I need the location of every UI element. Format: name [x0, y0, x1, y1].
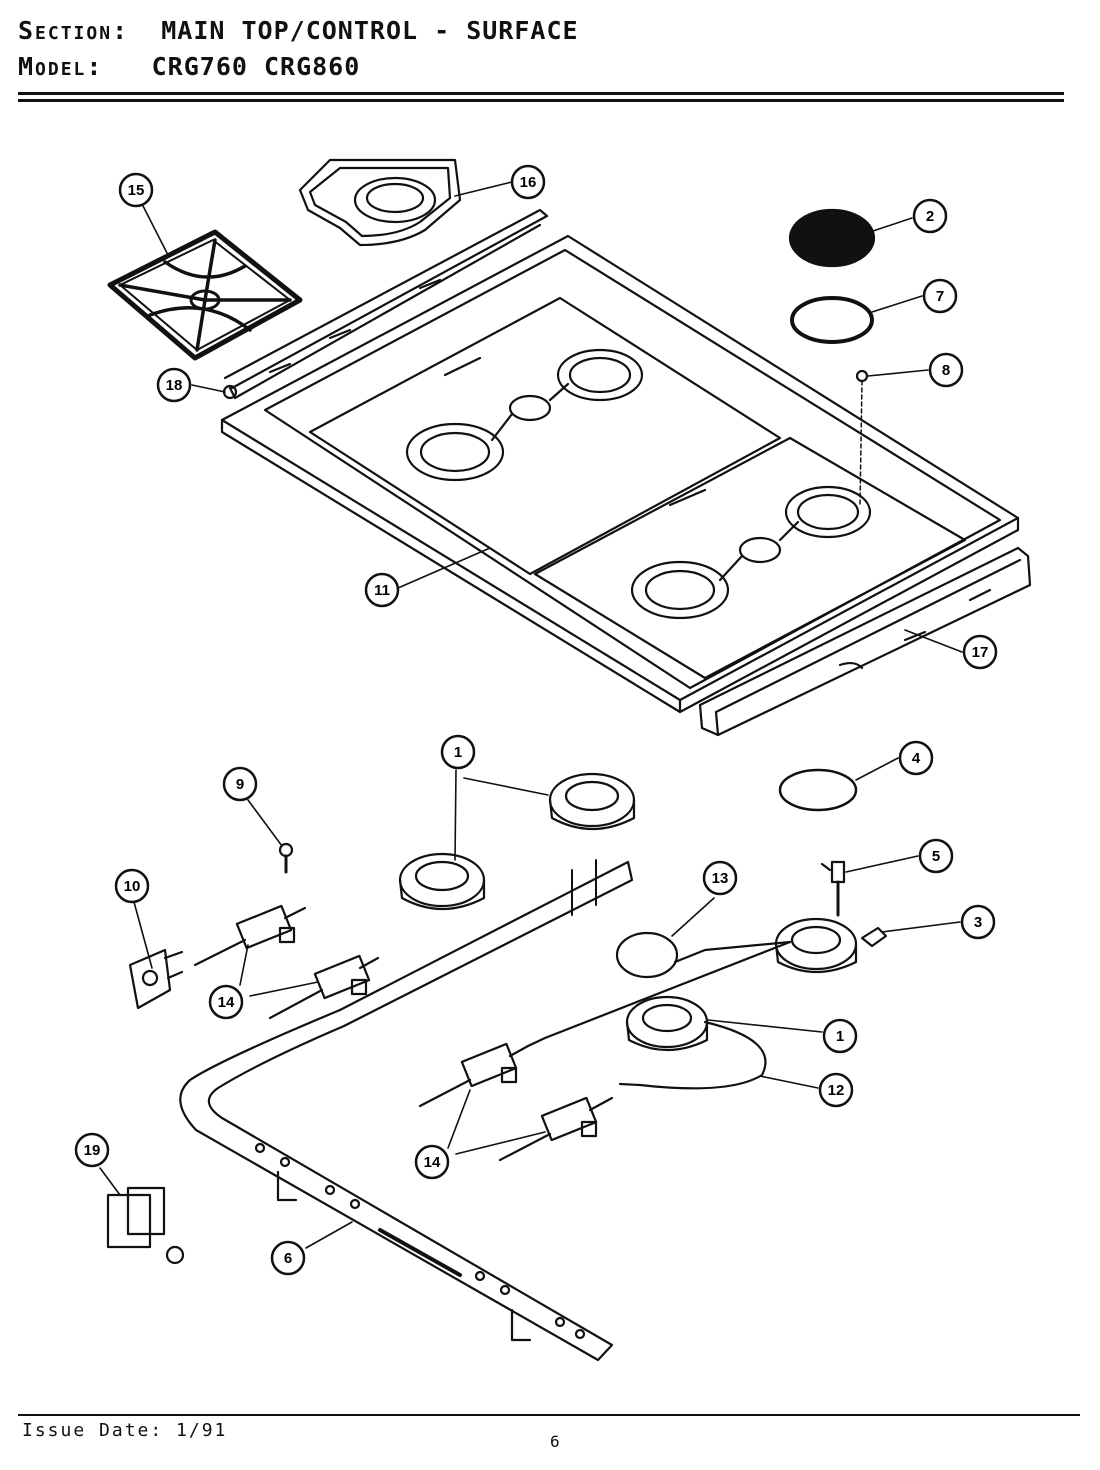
callout-3: 3 — [960, 904, 996, 940]
callout-14-left: 14 — [208, 984, 244, 1020]
svg-text:1: 1 — [454, 744, 462, 761]
callout-11: 11 — [364, 572, 400, 608]
burner-grate-part — [107, 229, 303, 361]
model-value: CRG760 CRG860 — [151, 52, 361, 81]
callout-10: 10 — [114, 868, 150, 904]
callout-2: 2 — [912, 198, 948, 234]
svg-text:12: 12 — [828, 1082, 845, 1099]
leader-lines — [99, 181, 963, 1249]
callout-18: 18 — [156, 367, 192, 403]
issue-date: Issue Date: 1/91 — [22, 1420, 228, 1441]
svg-text:15: 15 — [128, 182, 145, 199]
callout-4: 4 — [898, 740, 934, 776]
callout-17: 17 — [962, 634, 998, 670]
svg-text:10: 10 — [124, 878, 141, 895]
section-value: MAIN TOP/CONTROL - SURFACE — [161, 16, 579, 45]
svg-text:7: 7 — [936, 288, 944, 305]
tube-13-part — [615, 931, 792, 979]
callout-1-top: 1 — [440, 734, 476, 770]
control-panel-trim-part — [698, 546, 1032, 737]
manifold-part — [179, 859, 634, 1362]
bracket-part — [128, 948, 184, 1010]
svg-text:2: 2 — [926, 208, 934, 225]
callout-6: 6 — [270, 1240, 306, 1276]
clip-part — [860, 926, 888, 948]
burner-cap-part — [788, 208, 876, 268]
callout-8: 8 — [928, 352, 964, 388]
valves-part — [193, 904, 792, 1162]
svg-text:14: 14 — [218, 994, 235, 1011]
callout-7: 7 — [922, 278, 958, 314]
model-label: Model: — [18, 52, 104, 81]
electrode-part — [820, 860, 846, 917]
svg-text:4: 4 — [912, 750, 921, 767]
svg-text:18: 18 — [166, 377, 183, 394]
seal-ring-part — [790, 296, 874, 344]
svg-text:19: 19 — [84, 1142, 101, 1159]
section-label: Section: — [18, 16, 130, 45]
section-header: Section: MAIN TOP/CONTROL - SURFACE — [18, 16, 579, 45]
tube-12-part — [618, 1020, 767, 1090]
svg-text:5: 5 — [932, 848, 940, 865]
svg-text:14: 14 — [424, 1154, 441, 1171]
burner-heads-part — [398, 772, 858, 1052]
svg-text:17: 17 — [972, 644, 989, 661]
callouts: 15 16 2 7 8 18 11 17 1 4 9 5 13 10 3 14 … — [74, 164, 998, 1276]
main-top-part — [220, 234, 1020, 714]
svg-text:3: 3 — [974, 914, 982, 931]
svg-text:13: 13 — [712, 870, 729, 887]
svg-text:6: 6 — [284, 1250, 292, 1267]
screw-9-part — [278, 842, 294, 874]
footer-rule — [18, 1414, 1080, 1416]
callout-12: 12 — [818, 1072, 854, 1108]
svg-text:1: 1 — [836, 1028, 844, 1045]
callout-13: 13 — [702, 860, 738, 896]
svg-text:8: 8 — [942, 362, 950, 379]
callout-14-right: 14 — [414, 1144, 450, 1180]
svg-text:9: 9 — [236, 776, 244, 793]
model-header: Model: CRG760 CRG860 — [18, 52, 360, 81]
svg-text:11: 11 — [374, 582, 390, 599]
header-rule-top — [18, 92, 1064, 95]
ring-4-part — [778, 768, 858, 812]
svg-text:16: 16 — [520, 174, 537, 191]
callout-15: 15 — [118, 172, 154, 208]
callout-5: 5 — [918, 838, 954, 874]
callout-1-bottom: 1 — [822, 1018, 858, 1054]
burner-box-part — [298, 158, 462, 247]
callout-19: 19 — [74, 1132, 110, 1168]
switch-part — [106, 1186, 185, 1265]
exploded-parts-diagram: 15 16 2 7 8 18 11 17 1 4 9 5 13 10 3 14 … — [74, 158, 1032, 1362]
callout-16: 16 — [510, 164, 546, 200]
rear-rail-part — [222, 208, 549, 400]
screw-8-part — [855, 369, 869, 506]
callout-9: 9 — [222, 766, 258, 802]
header-rule-bottom — [18, 99, 1064, 102]
page-number: 6 — [550, 1432, 560, 1451]
